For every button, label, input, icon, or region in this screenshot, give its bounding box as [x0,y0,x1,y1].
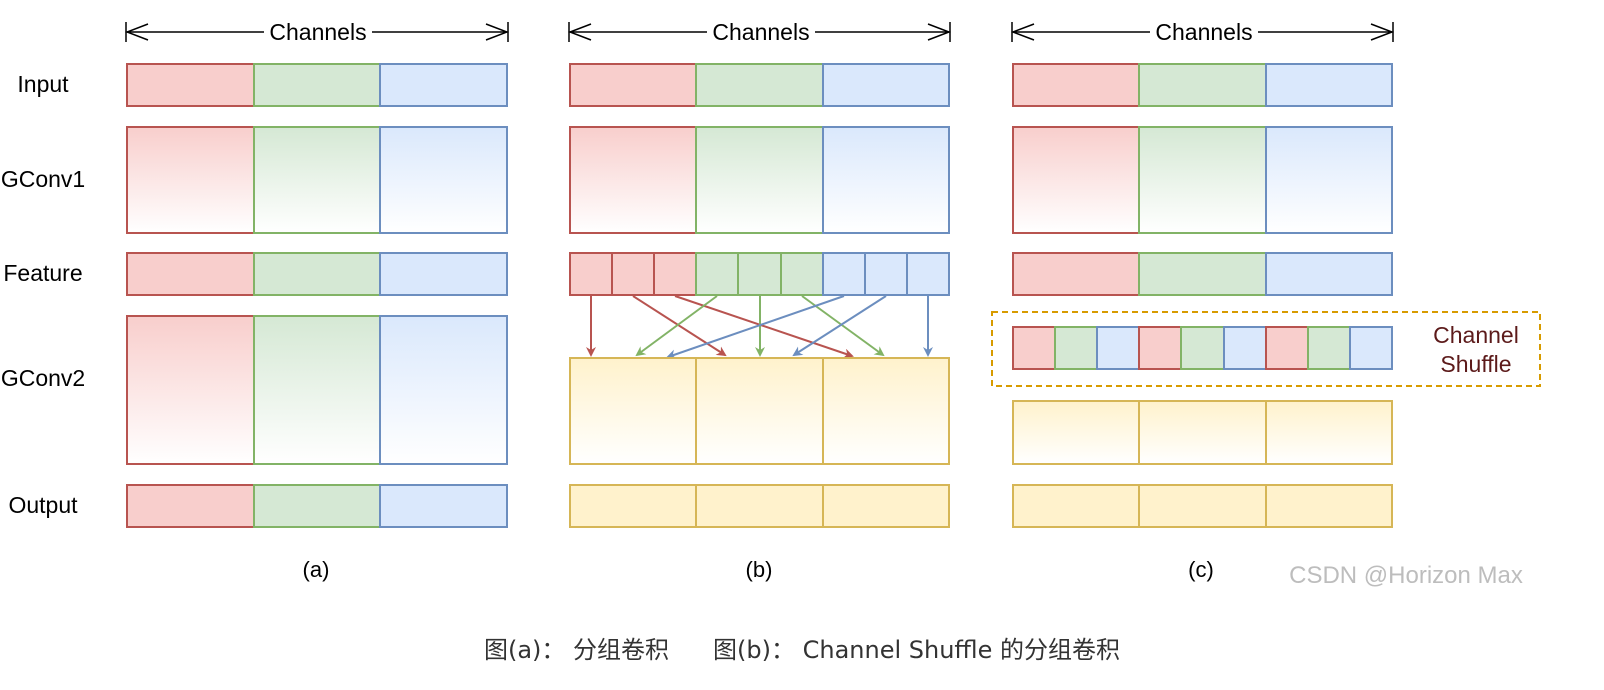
row-label-gconv2: GConv2 [1,365,85,391]
row-label-output: Output [8,492,78,518]
channel-shuffle-box [991,311,1541,387]
caption-part-b: 图(b)： Channel Shuffle 的分组卷积 [713,636,1121,664]
shuffle-arrows [586,295,933,360]
output-row [1012,484,1393,528]
input-row [1012,63,1393,107]
channels-arrow [567,22,952,42]
gconv2-row [1012,400,1393,465]
channels-header: Channels [1155,19,1252,45]
feature-row [1012,252,1393,296]
panel-b-label: (b) [746,557,773,582]
figure-caption: 图(a)： 分组卷积 图(b)： Channel Shuffle 的分组卷积 [0,630,1604,665]
gconv2-row [126,315,508,465]
gconv2-row [569,357,950,465]
feature-row [126,252,508,296]
gconv1-row [1012,126,1393,234]
panel-a: Channels (a) [124,19,510,582]
row-label-feature: Feature [3,260,82,286]
feature-row-split [569,252,950,296]
output-row [126,484,508,528]
gconv1-row [126,126,508,234]
watermark: CSDN @Horizon Max [1289,562,1523,589]
shuffled-row [1012,326,1393,370]
channels-arrow [1010,22,1395,42]
gconv1-row [569,126,950,234]
input-row [569,63,950,107]
channel-shuffle-label-line1: Channel [1433,322,1519,348]
panel-c: Channels Channel Sh [991,19,1541,582]
row-label-input: Input [17,71,69,97]
channel-shuffle-label-line2: Shuffle [1440,351,1511,377]
channels-header: Channels [269,19,366,45]
input-row [126,63,508,107]
row-label-gconv1: GConv1 [1,166,85,192]
channels-arrow [124,22,510,42]
channels-header: Channels [712,19,809,45]
panel-b: Channels [567,19,952,582]
grouped-convolution-diagram: Input GConv1 Feature GConv2 Output Chann… [1,19,1541,589]
caption-part-a: 图(a)： 分组卷积 [483,636,670,664]
panel-a-label: (a) [303,557,330,582]
output-row [569,484,950,528]
panel-c-label: (c) [1188,557,1214,582]
